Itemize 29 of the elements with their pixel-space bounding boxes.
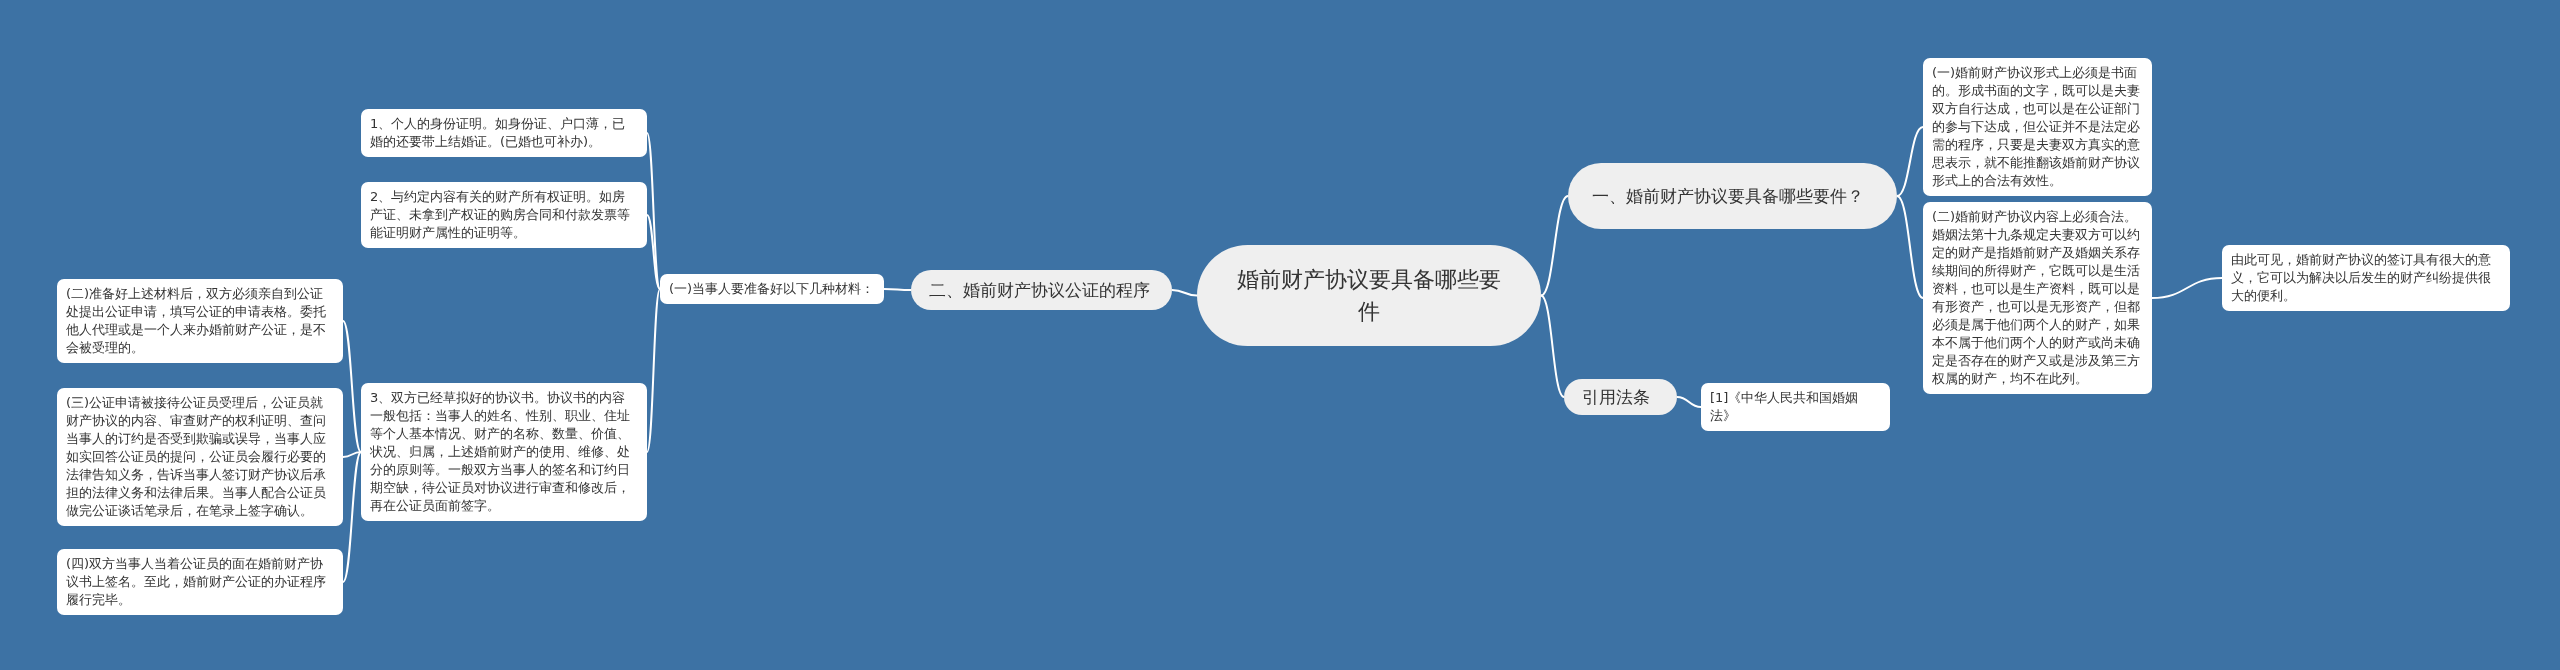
connector-line xyxy=(342,320,362,453)
text-box: 1、个人的身份证明。如身份证、户口薄，已婚的还要带上结婚证。(已婚也可补办)。 xyxy=(361,109,647,157)
connector-line xyxy=(2151,277,2223,299)
text-box: (三)公证申请被接待公证员受理后，公证员就财产协议的内容、审查财产的权利证明、查问当事人的订约是否受到欺骗或误导，当事人应如实回答公证员的提问，公证员会履行必要的法律告知义务，告诉当事人签订财产协议后承担的法律义务和法律后果。当事人配合公证员做完公证谈话笔录后，在笔录上签字确认。 xyxy=(57,388,343,526)
connector-line xyxy=(1171,289,1198,297)
connector-line xyxy=(646,132,661,290)
text-box: (二)准备好上述材料后，双方必须亲自到公证处提出公证申请，填写公证的申请表格。委托他人代理或是一个人来办婚前财产公证，是不会被受理的。 xyxy=(57,279,343,363)
connector-line xyxy=(1540,195,1569,297)
text-box: (二)婚前财产协议内容上必须合法。婚姻法第十九条规定夫妻双方可以约定的财产是指婚前财产及婚姻关系存续期间的所得财产，它既可以是生活资料，也可以是生产资料，既可以是有形资产，也可以是无形资产，但都必须是属于他们两个人的财产，如果本不属于他们两个人的财产或尚未确定是否存在的财产又或是涉及第三方权属的财产，均不在此列。 xyxy=(1923,202,2152,394)
connector-line xyxy=(1896,126,1924,197)
text-box: (四)双方当事人当着公证员的面在婚前财产协议书上签名。至此，婚前财产公证的办证程序履行完毕。 xyxy=(57,549,343,615)
text-box: 由此可见，婚前财产协议的签订具有很大的意义，它可以为解决以后发生的财产纠纷提供很大的便利。 xyxy=(2222,245,2510,311)
text-box: (一)婚前财产协议形式上必须是书面的。形成书面的文字，既可以是夫妻双方自行达成，也可以是在公证部门的参与下达成，但公证并不是法定必需的程序，只要是夫妻双方真实的意思表示，就不能推翻该婚前财产协议形式上的合法有效性。 xyxy=(1923,58,2152,196)
connector-line xyxy=(883,288,912,291)
text-box: 2、与约定内容有关的财产所有权证明。如房产证、未拿到产权证的购房合同和付款发票等能证明财产属性的证明等。 xyxy=(361,182,647,248)
connector-line xyxy=(1896,195,1924,299)
branch-topic: 引用法条 xyxy=(1564,379,1677,415)
text-box: (一)当事人要准备好以下几种材料： xyxy=(660,274,884,304)
connector-line xyxy=(342,451,362,458)
connector-line xyxy=(1676,396,1702,408)
text-box: [1]《中华人民共和国婚姻法》 xyxy=(1701,383,1890,431)
connector-line xyxy=(342,451,362,583)
connector-line xyxy=(646,288,661,453)
connector-line xyxy=(646,214,661,290)
branch-topic: 一、婚前财产协议要具备哪些要件？ xyxy=(1568,163,1897,229)
text-box: 3、双方已经草拟好的协议书。协议书的内容一般包括：当事人的姓名、性别、职业、住址等个人基本情况、财产的名称、数量、价值、状况、归属，上述婚前财产的使用、维修、处分的原则等。一般双方当事人的签名和订约日期空缺，待公证员对协议进行审查和修改后，再在公证员面前签字。 xyxy=(361,383,647,521)
connector-line xyxy=(1540,294,1565,398)
central-topic: 婚前财产协议要具备哪些要件 xyxy=(1197,245,1541,346)
branch-topic: 二、婚前财产协议公证的程序 xyxy=(911,270,1172,310)
